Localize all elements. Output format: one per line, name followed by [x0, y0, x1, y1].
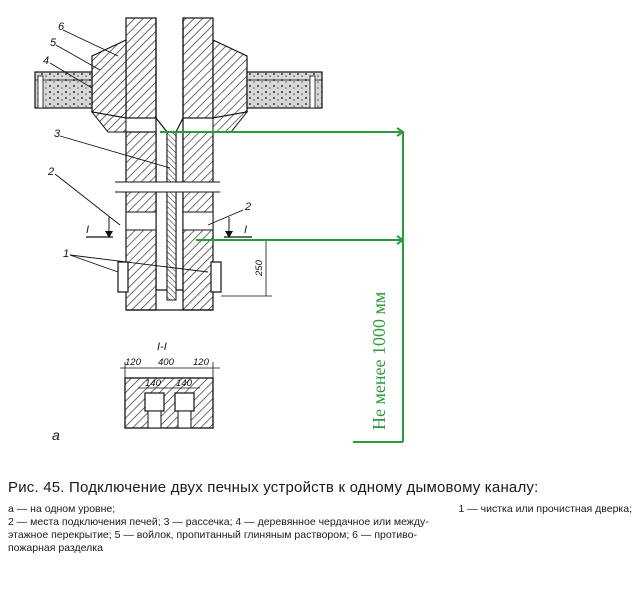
dim-140-left: 140 [145, 378, 162, 389]
callout-6: 6 [58, 21, 65, 33]
callout-2-right: 2 [244, 201, 251, 213]
legend-row-4: пожарная разделка [8, 542, 103, 554]
section-title: I-I [157, 341, 167, 353]
callout-2-left: 2 [47, 166, 54, 178]
channel-split [155, 116, 184, 301]
legend-item-a: а — на одном уровне; [8, 503, 116, 515]
dim-400: 400 [158, 357, 175, 368]
callout-3: 3 [54, 128, 61, 140]
section-marker-left: I [86, 224, 89, 236]
chimney-diagram: 6 5 4 3 2 2 1 I I 250 I-I 120 400 120 14… [34, 17, 405, 443]
legend-row-1: а — на одном уровне; 1 — чистка или проч… [8, 503, 632, 516]
section-arrows [86, 217, 252, 238]
legend-item-1: 1 — чистка или прочистная дверка; [458, 503, 632, 515]
caption-legend: а — на одном уровне; 1 — чистка или проч… [8, 503, 632, 555]
chimney-upper-stack [125, 17, 214, 119]
legend-row-2: 2 — места подключения печей; 3 — рассечк… [8, 516, 429, 528]
legend-row-3: этажное перекрытие; 5 — войлок, пропитан… [8, 529, 417, 541]
callout-1: 1 [63, 248, 69, 260]
figure-caption: Рис. 45. Подключение двух печных устройс… [8, 478, 632, 555]
dim-140-right: 140 [176, 378, 193, 389]
callout-4: 4 [43, 55, 49, 67]
dim-250: 250 [254, 259, 265, 277]
chimney-lower [115, 131, 222, 311]
floor-slab [34, 71, 323, 109]
callout-leaders [49, 29, 244, 273]
green-label: Не менее 1000 мм [369, 292, 389, 430]
dim-120-left: 120 [125, 357, 142, 368]
callout-5: 5 [50, 37, 57, 49]
caption-title: Рис. 45. Подключение двух печных устройс… [8, 479, 539, 496]
sub-figure-label: а [52, 427, 60, 443]
fire-break [90, 39, 249, 133]
section-marker-right: I [244, 224, 247, 236]
section-I-I [120, 362, 220, 429]
green-annotation [160, 127, 405, 443]
dim-120-right: 120 [193, 357, 210, 368]
